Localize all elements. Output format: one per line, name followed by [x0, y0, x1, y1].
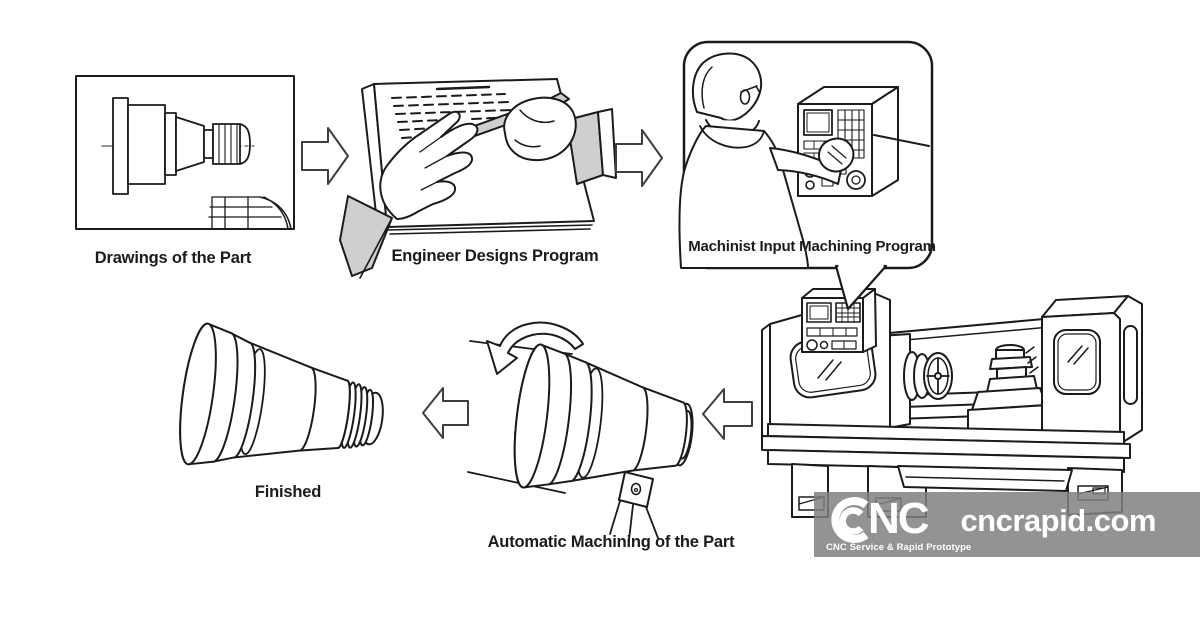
arrow-right-2	[615, 129, 663, 187]
part-drawing-illustration	[75, 75, 295, 230]
machinist-bubble-illustration	[678, 40, 934, 311]
label-engineer: Engineer Designs Program	[391, 247, 599, 265]
label-finished: Finished	[254, 483, 322, 501]
cnc-logo-tagline: CNC Service & Rapid Prototype	[826, 542, 972, 553]
watermark-banner: NC CNC Service & Rapid Prototype cncrapi…	[814, 492, 1200, 557]
machining-illustration	[467, 321, 694, 541]
label-drawings: Drawings of the Part	[94, 249, 252, 267]
arrow-right-1	[301, 127, 349, 185]
engineer-writing-illustration	[339, 78, 617, 279]
arrow-left-2	[422, 387, 469, 439]
rotation-arrow	[486, 321, 584, 375]
cnc-machine-illustration	[761, 288, 1143, 518]
finished-part-illustration	[179, 322, 384, 466]
label-machinist: Machinist Input Machining Program	[688, 238, 936, 255]
cnc-logo: NC CNC Service & Rapid Prototype	[824, 492, 971, 557]
cutting-tool	[609, 471, 659, 541]
machinist-figure	[678, 52, 930, 269]
website-text: cncrapid.com	[960, 502, 1156, 538]
cnc-logo-c-icon	[831, 496, 869, 543]
arrow-left-1	[702, 388, 753, 440]
cnc-logo-text: NC	[868, 493, 930, 543]
label-machining: Automatic Machining of the Part	[487, 533, 735, 551]
